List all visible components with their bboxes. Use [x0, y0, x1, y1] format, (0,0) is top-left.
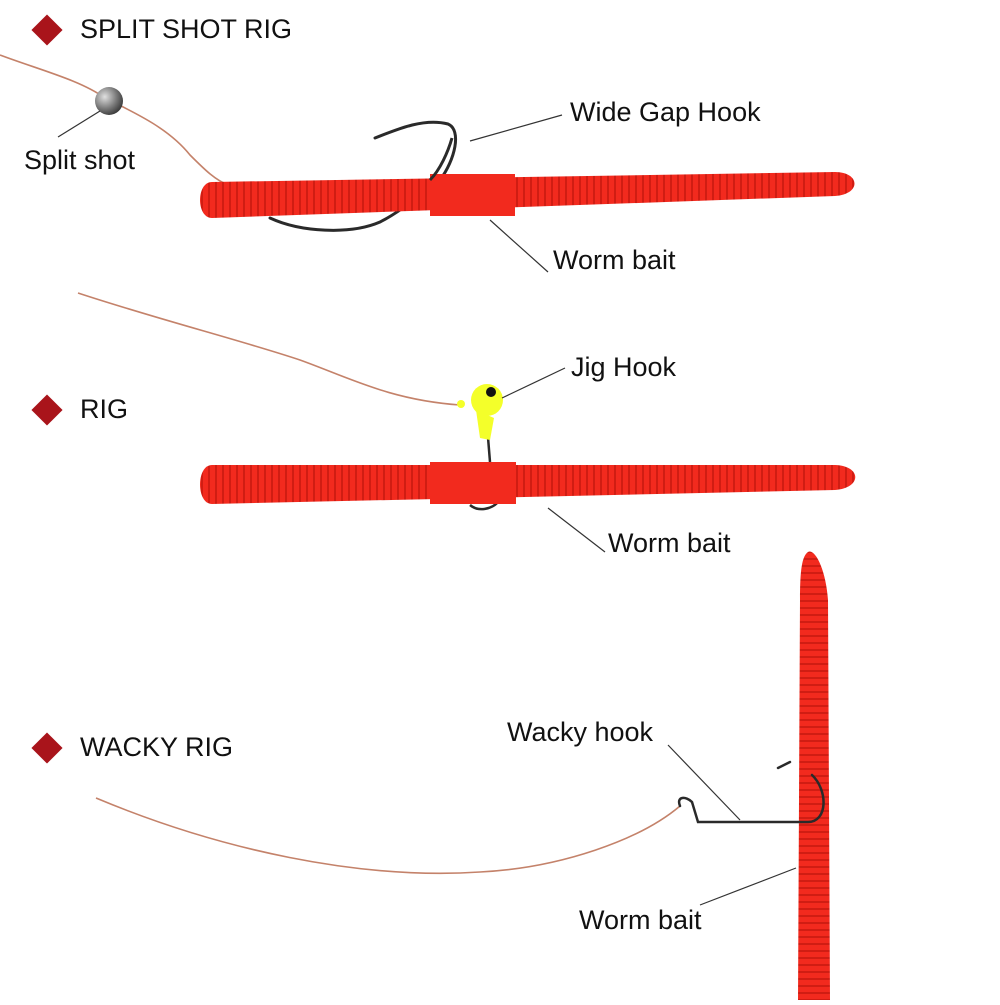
fishing-line — [77, 292, 461, 406]
leader-line — [667, 744, 741, 821]
label-jig-hook: Jig Hook — [571, 352, 677, 382]
diamond-icon — [31, 13, 63, 46]
fishing-line — [0, 54, 231, 187]
label-worm-bait: Worm bait — [579, 905, 702, 935]
label-wide-gap-hook: Wide Gap Hook — [570, 97, 761, 127]
worm-clitellum — [430, 462, 516, 504]
jig-rig — [77, 292, 856, 553]
worm-bait-body — [200, 465, 856, 504]
wide-gap-hook-point — [428, 137, 454, 182]
diamond-icon — [31, 731, 63, 764]
fishing-line — [95, 797, 681, 875]
split-shot-rig — [0, 54, 855, 273]
leader-line — [699, 867, 797, 906]
label-worm-bait: Worm bait — [553, 245, 676, 275]
label-wacky-hook: Wacky hook — [507, 717, 654, 747]
leader-line — [469, 114, 563, 142]
wacky-rig — [95, 551, 830, 1000]
split-shot-weight — [95, 87, 123, 115]
jig-eye — [486, 387, 496, 397]
wacky-hook — [677, 760, 825, 824]
worm-bait-body — [200, 172, 855, 218]
jig-head — [457, 384, 503, 440]
diamond-icon — [31, 393, 63, 426]
worm-clitellum — [430, 174, 515, 216]
leader-line — [489, 219, 549, 273]
section-wacky-rig: WACKY RIG — [30, 731, 234, 764]
label-worm-bait: Worm bait — [608, 528, 731, 558]
section-split-shot-rig: SPLIT SHOT RIG — [30, 13, 293, 46]
section-title: RIG — [80, 394, 129, 424]
leader-line — [501, 367, 566, 399]
section-rig: RIG — [30, 393, 129, 426]
leader-line — [547, 507, 606, 553]
leader-line — [57, 110, 101, 138]
section-title: WACKY RIG — [80, 732, 234, 762]
section-title: SPLIT SHOT RIG — [80, 14, 293, 44]
label-split-shot: Split shot — [24, 145, 136, 175]
